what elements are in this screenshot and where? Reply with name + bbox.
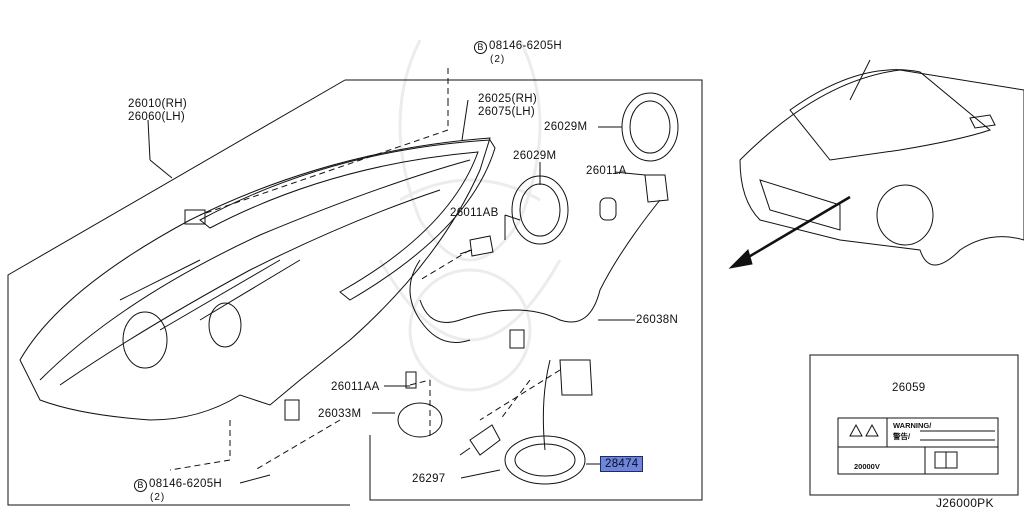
label-part-number: 26059	[892, 382, 926, 394]
warning-voltage: 20000V	[854, 462, 880, 471]
warning-subtitle: 警告/	[893, 432, 911, 441]
xenon-bulb	[469, 424, 501, 456]
cap-upper-right-label: 26029M	[544, 121, 588, 133]
direction-arrow	[739, 195, 851, 264]
seal-ring-label: 26033M	[318, 408, 362, 420]
headlamp-rh-label: 26010(RH)	[128, 98, 187, 110]
watermark-emblem	[378, 39, 562, 392]
seal-ring	[397, 402, 443, 438]
harness-wire	[419, 199, 661, 323]
bulb-aa-label: 26011AA	[331, 381, 380, 393]
headlamp-lh-label: 26060(LH)	[128, 111, 186, 123]
bolt-bottom-qty: (2)	[150, 492, 166, 503]
xenon-bulb-label: 26297	[412, 473, 446, 485]
diagram-code: J26000PK	[936, 496, 994, 510]
bulb-a-label: 26011A	[586, 165, 627, 177]
ballast-highlighted-label[interactable]: 28474	[600, 456, 644, 472]
harness-label: 26038N	[636, 314, 679, 326]
bolt-top-qty: (2)	[490, 54, 506, 65]
bezel	[199, 139, 496, 301]
cap-upper-right	[621, 92, 679, 162]
warning-title: WARNING/	[893, 421, 932, 430]
bulb-a	[599, 197, 617, 221]
headlamp-housing	[19, 137, 491, 421]
bezel-lh-label: 26075(LH)	[478, 106, 536, 118]
warning-label-drawing	[837, 417, 999, 475]
bulb-ab	[469, 235, 494, 257]
cap-center-label: 26029M	[513, 150, 557, 162]
bulb-aa	[405, 371, 417, 389]
bulb-ab-label: 26011AB	[450, 207, 499, 219]
cap-center	[511, 175, 569, 245]
bezel-rh-label: 26025(RH)	[478, 93, 537, 105]
label-box	[809, 354, 1019, 496]
ballast	[504, 435, 586, 485]
car-illustration	[739, 59, 1024, 266]
frame-outline	[345, 79, 703, 501]
